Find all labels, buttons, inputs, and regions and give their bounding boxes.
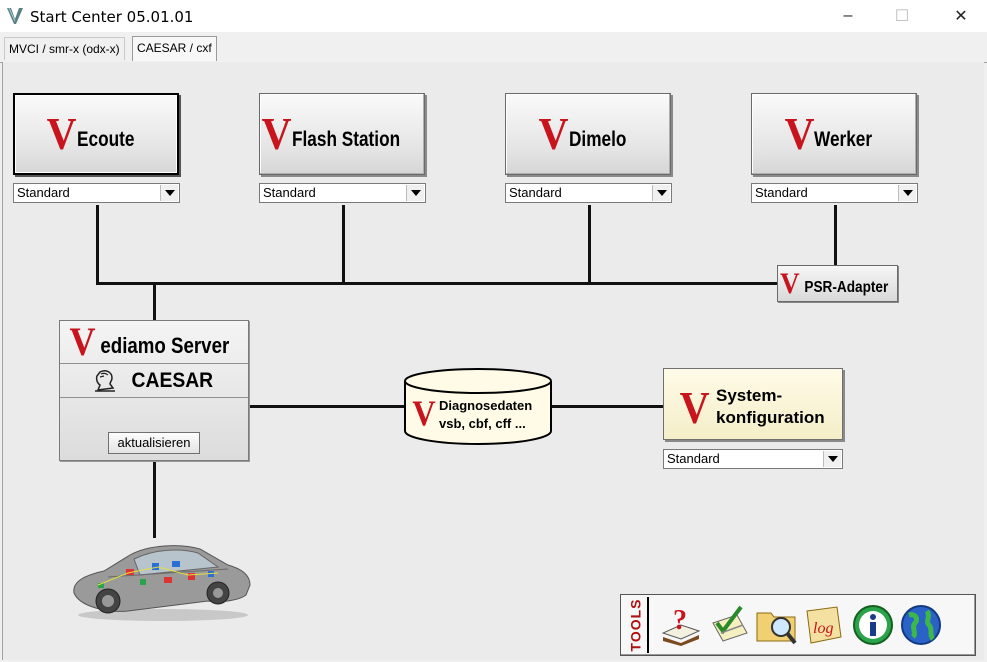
chevron-down-icon[interactable] — [406, 185, 424, 201]
checklist-icon[interactable] — [707, 603, 751, 647]
tab-mvci[interactable]: MVCI / smr-x (odx-x) — [4, 37, 125, 60]
werker-button[interactable]: V Werker — [751, 93, 917, 175]
caesar-label: CAESAR — [131, 368, 213, 392]
tab-strip: MVCI / smr-x (odx-x) CAESAR / cxf — [0, 32, 987, 63]
svg-text:?: ? — [673, 605, 687, 636]
system-configuration-line1: System- — [716, 386, 783, 405]
dimelo-button[interactable]: V Dimelo — [505, 93, 671, 175]
dimelo-mode-select[interactable]: Standard — [505, 183, 672, 203]
werker-label: Werker — [814, 128, 873, 151]
wire-db-to-sysconfig — [552, 405, 664, 408]
help-book-icon[interactable]: ? — [659, 603, 703, 647]
minimize-button[interactable]: – — [843, 7, 853, 24]
wire-server-to-db — [249, 405, 404, 408]
flash-station-label: Flash Station — [291, 128, 400, 151]
update-button[interactable]: aktualisieren — [108, 432, 200, 454]
chevron-down-icon[interactable] — [652, 185, 670, 201]
database-cylinder-icon — [404, 368, 552, 445]
database-label-line2: vsb, cbf, cff ... — [439, 416, 526, 431]
chevron-down-icon[interactable] — [160, 185, 178, 201]
chevron-down-icon[interactable] — [823, 451, 841, 467]
vediamo-v-logo: V — [780, 266, 800, 300]
ecoute-label: Ecoute — [76, 128, 135, 151]
tools-label: TOOLS — [623, 597, 649, 653]
ecoute-button[interactable]: V Ecoute — [13, 93, 179, 175]
server-label: ediamo Server — [99, 333, 229, 358]
vediamo-v-logo: V — [69, 319, 96, 364]
system-configuration-line2: konfiguration — [716, 408, 825, 427]
wire-server-to-car — [153, 461, 156, 538]
wire-werker — [834, 205, 837, 265]
server-title-row: V ediamo Server — [60, 321, 248, 364]
title-bar: Start Center 05.01.01 – ☐ ✕ — [0, 0, 987, 32]
flash-station-mode-value: Standard — [263, 185, 316, 200]
folder-search-icon[interactable] — [755, 603, 799, 647]
database-label-line1: Diagnosedaten — [439, 398, 533, 413]
dimelo-mode-value: Standard — [509, 185, 562, 200]
system-configuration-button[interactable]: V System- konfiguration — [663, 368, 843, 440]
window-title: Start Center 05.01.01 — [30, 8, 194, 26]
globe-icon[interactable] — [899, 603, 943, 647]
info-icon[interactable] — [851, 603, 895, 647]
werker-mode-select[interactable]: Standard — [751, 183, 918, 203]
system-configuration-mode-select[interactable]: Standard — [663, 449, 843, 469]
maximize-button[interactable]: ☐ — [894, 8, 910, 25]
vediamo-v-logo: V — [539, 108, 569, 159]
wire-bus — [96, 282, 778, 285]
tools-bar: TOOLS ? log — [620, 594, 976, 656]
database-label: Diagnosedaten vsb, cbf, cff ... — [439, 397, 532, 433]
close-button[interactable]: ✕ — [954, 8, 968, 25]
flash-station-mode-select[interactable]: Standard — [259, 183, 426, 203]
wire-bus-to-server — [153, 282, 156, 320]
vediamo-v-logo: V — [412, 393, 436, 433]
caesar-bust-icon — [94, 369, 115, 392]
psr-adapter-label: PSR-Adapter — [804, 278, 889, 296]
system-configuration-label: System- konfiguration — [716, 385, 825, 429]
diagnostic-data-store[interactable]: V Diagnosedaten vsb, cbf, cff ... — [403, 367, 553, 447]
wire-dimelo — [588, 205, 591, 285]
chevron-down-icon[interactable] — [898, 185, 916, 201]
vediamo-v-logo: V — [262, 108, 293, 159]
vediamo-v-logo: V — [784, 108, 815, 159]
system-configuration-mode-value: Standard — [667, 451, 720, 466]
ecoute-mode-select[interactable]: Standard — [13, 183, 180, 203]
vediamo-server-panel: V ediamo Server CAESAR aktualisieren — [59, 320, 249, 461]
wire-flash-station — [342, 205, 345, 285]
vediamo-v-logo: V — [47, 108, 77, 159]
wire-ecoute — [96, 205, 99, 285]
svg-text:log: log — [813, 620, 833, 637]
vediamo-app-icon — [7, 7, 23, 24]
dimelo-label: Dimelo — [568, 128, 627, 151]
log-icon[interactable]: log — [803, 603, 847, 647]
flash-station-button[interactable]: V Flash Station — [259, 93, 425, 175]
psr-adapter-button[interactable]: V PSR-Adapter — [777, 265, 898, 302]
tab-caesar[interactable]: CAESAR / cxf — [132, 36, 217, 61]
vehicle-illustration — [73, 545, 251, 621]
werker-mode-value: Standard — [755, 185, 808, 200]
caesar-row: CAESAR — [60, 364, 248, 398]
ecoute-mode-value: Standard — [17, 185, 70, 200]
vediamo-v-logo: V — [679, 382, 710, 433]
